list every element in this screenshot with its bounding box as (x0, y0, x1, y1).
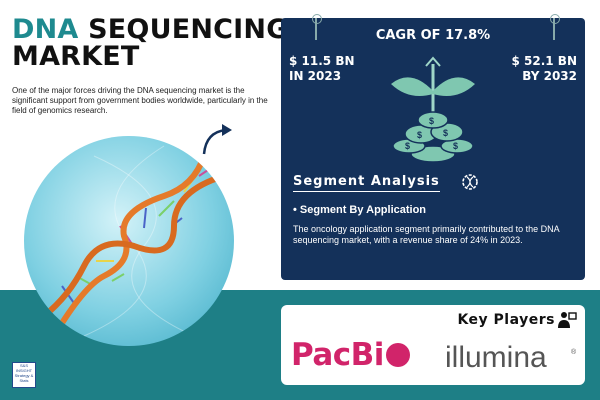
title-rest: SEQUENCING (88, 14, 289, 45)
svg-text:$: $ (429, 116, 434, 126)
svg-text:$: $ (453, 141, 458, 151)
illumina-logo: illumina (445, 341, 547, 374)
dna-gear-icon (462, 174, 478, 190)
page-title: DNA SEQUENCING MARKET (12, 16, 289, 70)
segment-subtitle: • Segment By Application (293, 204, 427, 216)
segment-description: The oncology application segment primari… (293, 224, 560, 245)
value-2032: $ 52.1 BN BY 2032 (511, 54, 577, 84)
title-line2: MARKET (12, 41, 140, 72)
pacbio-o-dot (385, 342, 410, 367)
value-2032-year: BY 2032 (522, 69, 577, 83)
logo-line2: INSIGHT (15, 368, 33, 373)
market-stats-panel: CAGR OF 17.8% $ 11.5 BN IN 2023 $ 52.1 B… (281, 14, 585, 280)
dna-illustration (24, 136, 234, 346)
svg-text:$: $ (405, 141, 410, 151)
registered-mark: ® (571, 349, 577, 356)
value-2023-amount: $ 11.5 BN (289, 54, 355, 68)
dna-helix-icon (41, 145, 227, 339)
pin-right (550, 14, 560, 40)
value-2032-amount: $ 52.1 BN (511, 54, 577, 68)
pacbio-text: PacBi (291, 337, 384, 373)
value-2023-year: IN 2023 (289, 69, 342, 83)
company-logo: S&S INSIGHT Strategy & Stats (12, 362, 36, 388)
logo-line1: S&S (19, 363, 28, 368)
logo-line3: Strategy & Stats (14, 373, 34, 383)
segment-title: Segment Analysis (293, 174, 440, 192)
key-players-title: Key Players (457, 312, 555, 328)
title-highlight: DNA (12, 14, 79, 45)
pacbio-logo: PacBi (291, 338, 410, 372)
plant-coins-icon: $ $ $ $ $ (391, 56, 475, 163)
pin-left (312, 14, 322, 40)
value-2023: $ 11.5 BN IN 2023 (289, 54, 355, 84)
arrow-icon (202, 124, 232, 155)
cagr-label: CAGR OF 17.8% (375, 28, 491, 43)
key-players-card: Key Players PacBi illumina ® (281, 305, 585, 385)
presenter-icon (558, 312, 577, 328)
intro-text: One of the major forces driving the DNA … (12, 86, 268, 115)
svg-text:$: $ (443, 128, 448, 138)
svg-text:$: $ (417, 130, 422, 140)
